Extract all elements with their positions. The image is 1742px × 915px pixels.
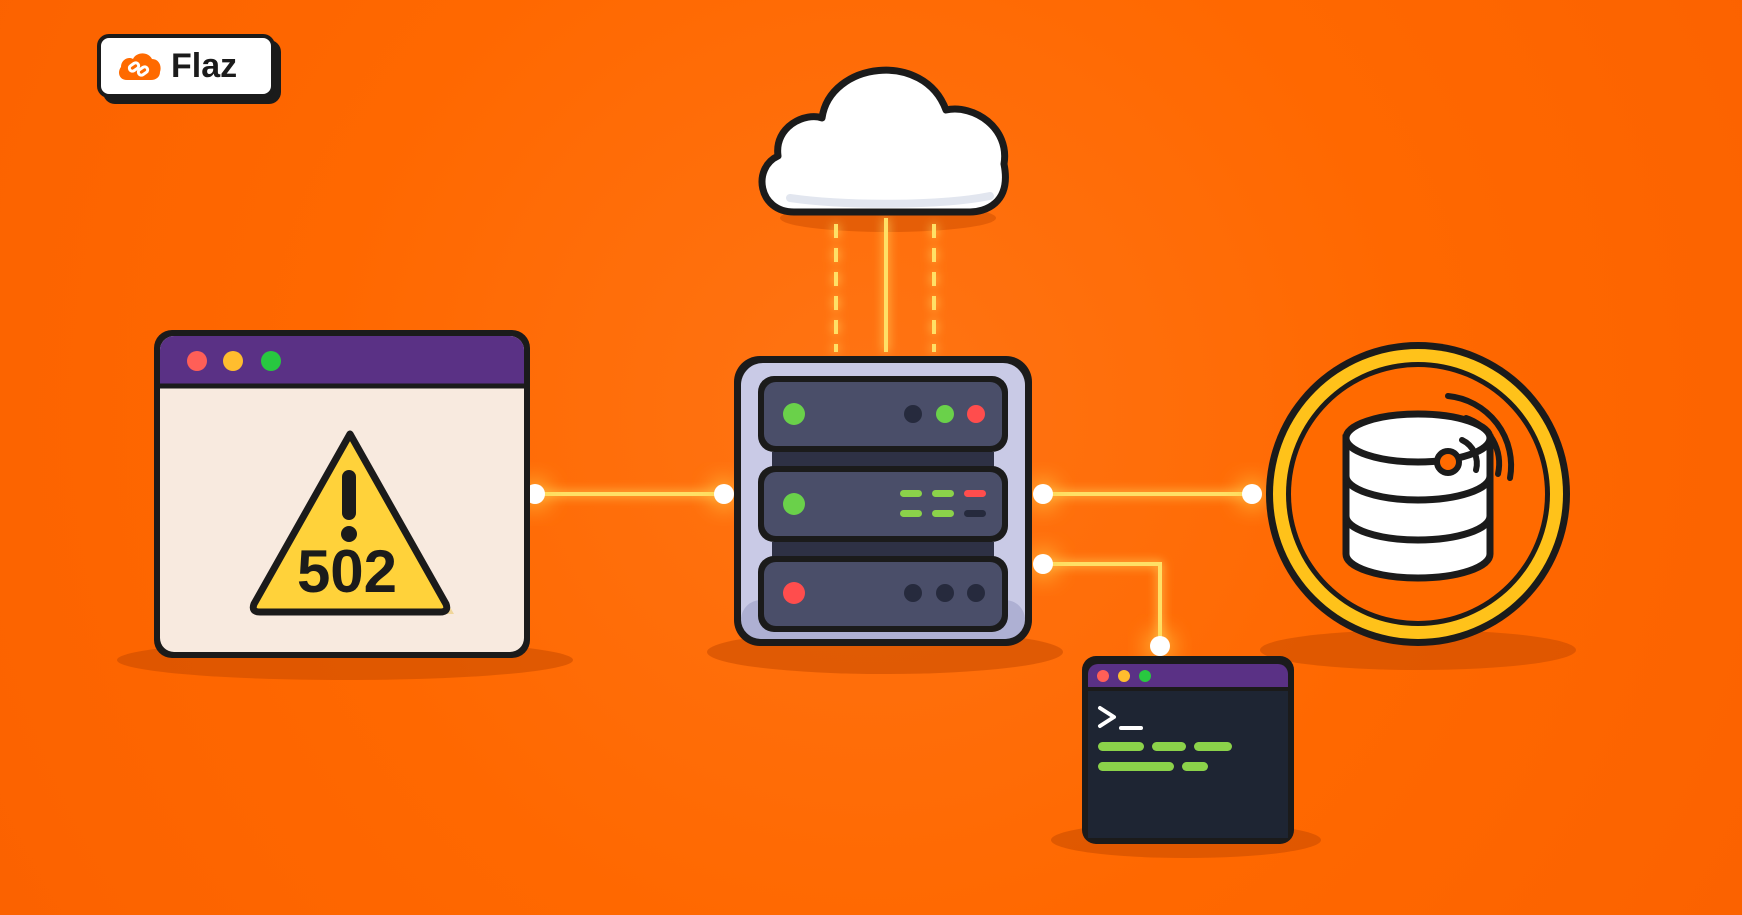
cloud-icon	[758, 66, 1009, 216]
terminal-maximize-dot[interactable]	[1139, 670, 1151, 682]
warning-triangle-icon: 502	[249, 430, 454, 616]
server-unit-1	[758, 376, 1008, 452]
error-code: 502	[297, 538, 397, 605]
terminal-close-dot[interactable]	[1097, 670, 1109, 682]
server-unit-3	[758, 556, 1008, 632]
cloud-link-icon	[119, 53, 161, 80]
server-rack-icon[interactable]	[734, 356, 1032, 646]
node-terminal-core	[1150, 636, 1170, 656]
node-server-right-core	[1033, 484, 1053, 504]
terminal-code-lines	[1098, 742, 1232, 771]
logo-text: Flaz	[171, 47, 238, 85]
signal-icon	[1434, 393, 1515, 481]
database-icon[interactable]	[1266, 342, 1570, 646]
connection-nodes	[519, 478, 1268, 662]
server-unit-2	[758, 466, 1008, 542]
terminal-minimize-dot[interactable]	[1118, 670, 1130, 682]
connections	[535, 218, 1252, 646]
window-close-dot[interactable]	[187, 351, 207, 371]
node-server-left-core	[714, 484, 734, 504]
browser-window[interactable]: 502	[154, 330, 530, 658]
unit-3-status-led	[783, 582, 805, 604]
node-database-core	[1242, 484, 1262, 504]
unit-2-status-led	[783, 493, 805, 515]
window-minimize-dot[interactable]	[223, 351, 243, 371]
window-maximize-dot[interactable]	[261, 351, 281, 371]
terminal-prompt	[1098, 706, 1143, 730]
connection-server-terminal	[1043, 562, 1162, 646]
database-shadow	[1260, 630, 1576, 670]
terminal-icon[interactable]	[1082, 656, 1294, 844]
unit-1-status-led	[783, 403, 805, 425]
flaz-logo[interactable]: Flaz	[97, 34, 275, 98]
node-server-lower-core	[1033, 554, 1053, 574]
